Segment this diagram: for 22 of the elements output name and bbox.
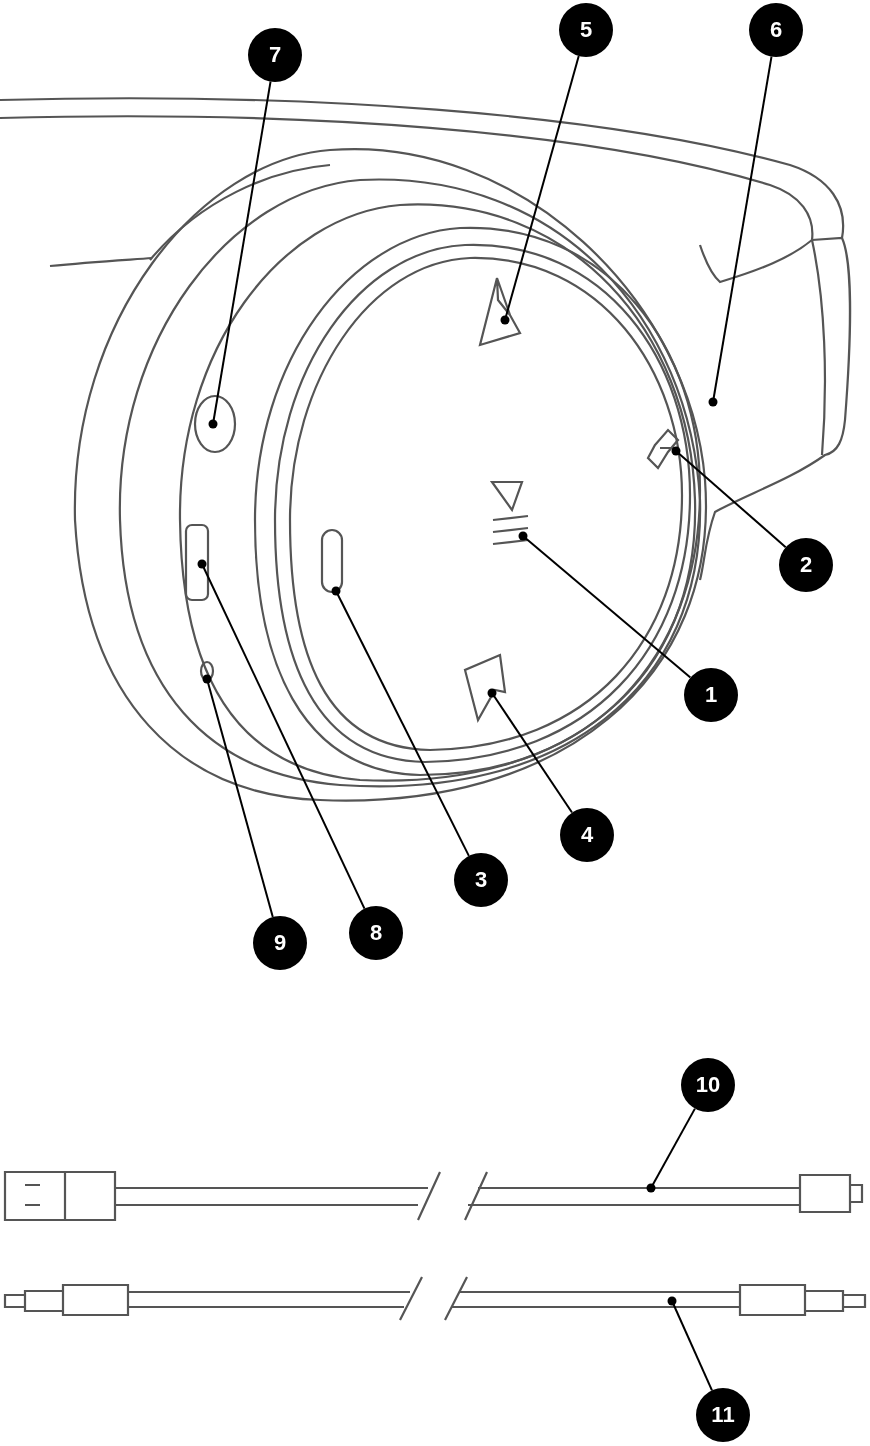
leader-line — [331, 586, 470, 857]
leader-line — [202, 674, 274, 918]
leader-line — [500, 55, 580, 325]
callout-number: 11 — [696, 1388, 750, 1442]
callout-number: 1 — [684, 668, 738, 722]
leader-line — [208, 80, 272, 429]
leader-line — [487, 688, 573, 814]
leader-line — [646, 1107, 696, 1193]
callout-number: 7 — [248, 28, 302, 82]
leader-line — [667, 1296, 713, 1392]
callout-number: 3 — [454, 853, 508, 907]
leader-line — [197, 559, 366, 910]
leader-line — [708, 55, 773, 407]
callout-number: 5 — [559, 3, 613, 57]
leader-line — [671, 446, 787, 549]
callout-number: 2 — [779, 538, 833, 592]
callout-number: 10 — [681, 1058, 735, 1112]
callout-number: 9 — [253, 916, 307, 970]
callout-number: 6 — [749, 3, 803, 57]
callout-number: 4 — [560, 808, 614, 862]
leader-line — [518, 531, 692, 679]
callout-number: 8 — [349, 906, 403, 960]
